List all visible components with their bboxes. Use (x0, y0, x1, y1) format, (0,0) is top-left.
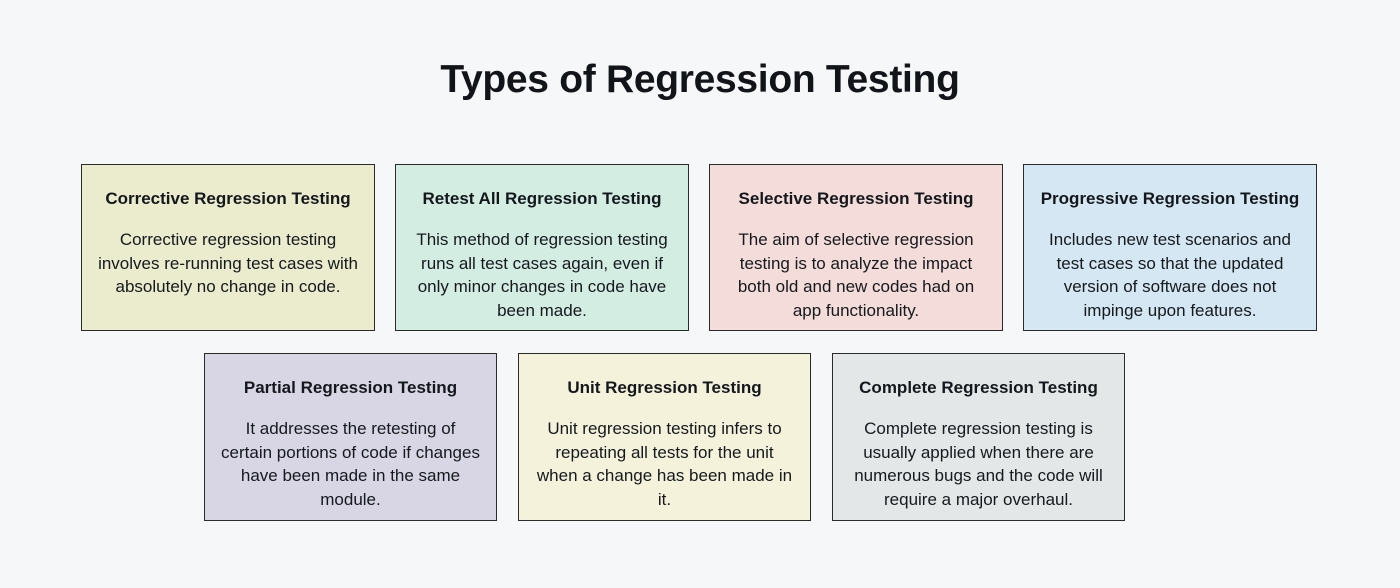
card-unit-regression-testing[interactable]: Unit Regression Testing Unit regression … (518, 353, 811, 521)
card-title: Selective Regression Testing (738, 189, 974, 208)
card-title: Partial Regression Testing (243, 378, 458, 397)
card-title: Progressive Regression Testing (1040, 189, 1300, 208)
card-body: Includes new test scenarios and test cas… (1049, 230, 1291, 320)
card-body: It addresses the retesting of certain po… (221, 419, 480, 509)
card-body: Unit regression testing infers to repeat… (536, 419, 793, 509)
card-row-top: Corrective Regression Testing Corrective… (81, 164, 1319, 331)
page-title: Types of Regression Testing (440, 58, 960, 101)
card-body: This method of regression testing runs a… (416, 230, 668, 320)
card-title: Corrective Regression Testing (105, 189, 351, 208)
card-corrective-regression-testing[interactable]: Corrective Regression Testing Corrective… (81, 164, 375, 331)
card-progressive-regression-testing[interactable]: Progressive Regression Testing Includes … (1023, 164, 1317, 331)
card-retest-all-regression-testing[interactable]: Retest All Regression Testing This metho… (395, 164, 689, 331)
card-body: Corrective regression testing involves r… (98, 230, 358, 297)
card-body: The aim of selective regression testing … (737, 230, 975, 320)
card-title: Complete Regression Testing (859, 378, 1098, 397)
card-partial-regression-testing[interactable]: Partial Regression Testing It addresses … (204, 353, 497, 521)
card-complete-regression-testing[interactable]: Complete Regression Testing Complete reg… (832, 353, 1125, 521)
card-selective-regression-testing[interactable]: Selective Regression Testing The aim of … (709, 164, 1003, 331)
card-body: Complete regression testing is usually a… (854, 419, 1103, 509)
card-title: Unit Regression Testing (567, 378, 762, 397)
card-row-bottom: Partial Regression Testing It addresses … (204, 353, 1127, 521)
card-title: Retest All Regression Testing (422, 189, 662, 208)
